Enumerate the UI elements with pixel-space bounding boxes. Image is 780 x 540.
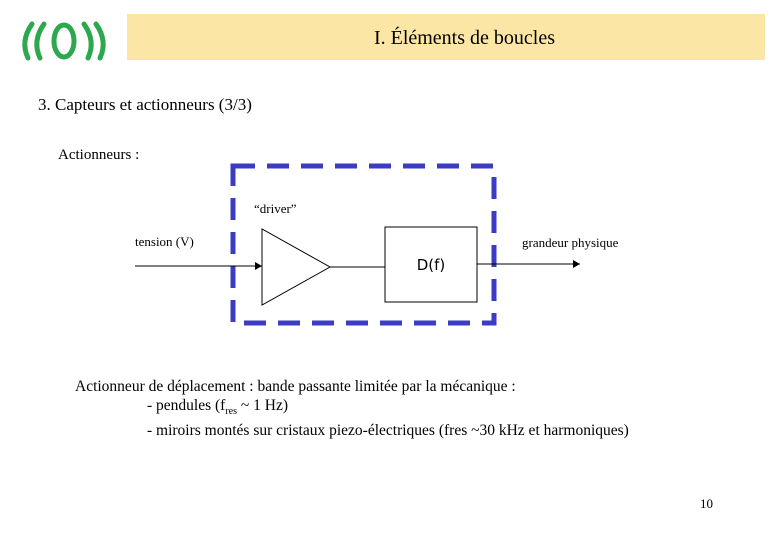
- page-title: I. Éléments de boucles: [373, 27, 555, 49]
- slide-subtitle: 3. Capteurs et actionneurs (3/3): [38, 95, 252, 114]
- body-line-2: - pendules (fres ~ 1 Hz): [75, 396, 629, 421]
- transfer-block-label: D(f): [416, 256, 446, 274]
- line2-suffix: ~ 1 Hz): [237, 397, 289, 414]
- arrow-head-input: [255, 262, 262, 270]
- line2-subscript: res: [225, 406, 238, 418]
- body-line-1: Actionneur de déplacement : bande passan…: [75, 378, 516, 395]
- section-label: Actionneurs :: [58, 147, 140, 163]
- input-label: tension (V): [135, 234, 194, 249]
- body-text: Actionneur de déplacement : bande passan…: [75, 377, 629, 440]
- virgo-logo-icon: [22, 21, 106, 61]
- output-label: grandeur physique: [522, 235, 619, 250]
- arrow-head-output: [573, 260, 580, 268]
- body-line-3: - miroirs montés sur cristaux piezo-élec…: [147, 422, 629, 440]
- title-bar: I. Éléments de boucles: [127, 14, 765, 60]
- driver-label: “driver”: [254, 201, 297, 216]
- transfer-block: [384, 226, 478, 303]
- driver-frame: [230, 163, 497, 326]
- page-number: 10: [700, 496, 713, 511]
- line2-prefix: - pendules (f: [147, 397, 226, 414]
- amplifier-triangle: [261, 228, 332, 306]
